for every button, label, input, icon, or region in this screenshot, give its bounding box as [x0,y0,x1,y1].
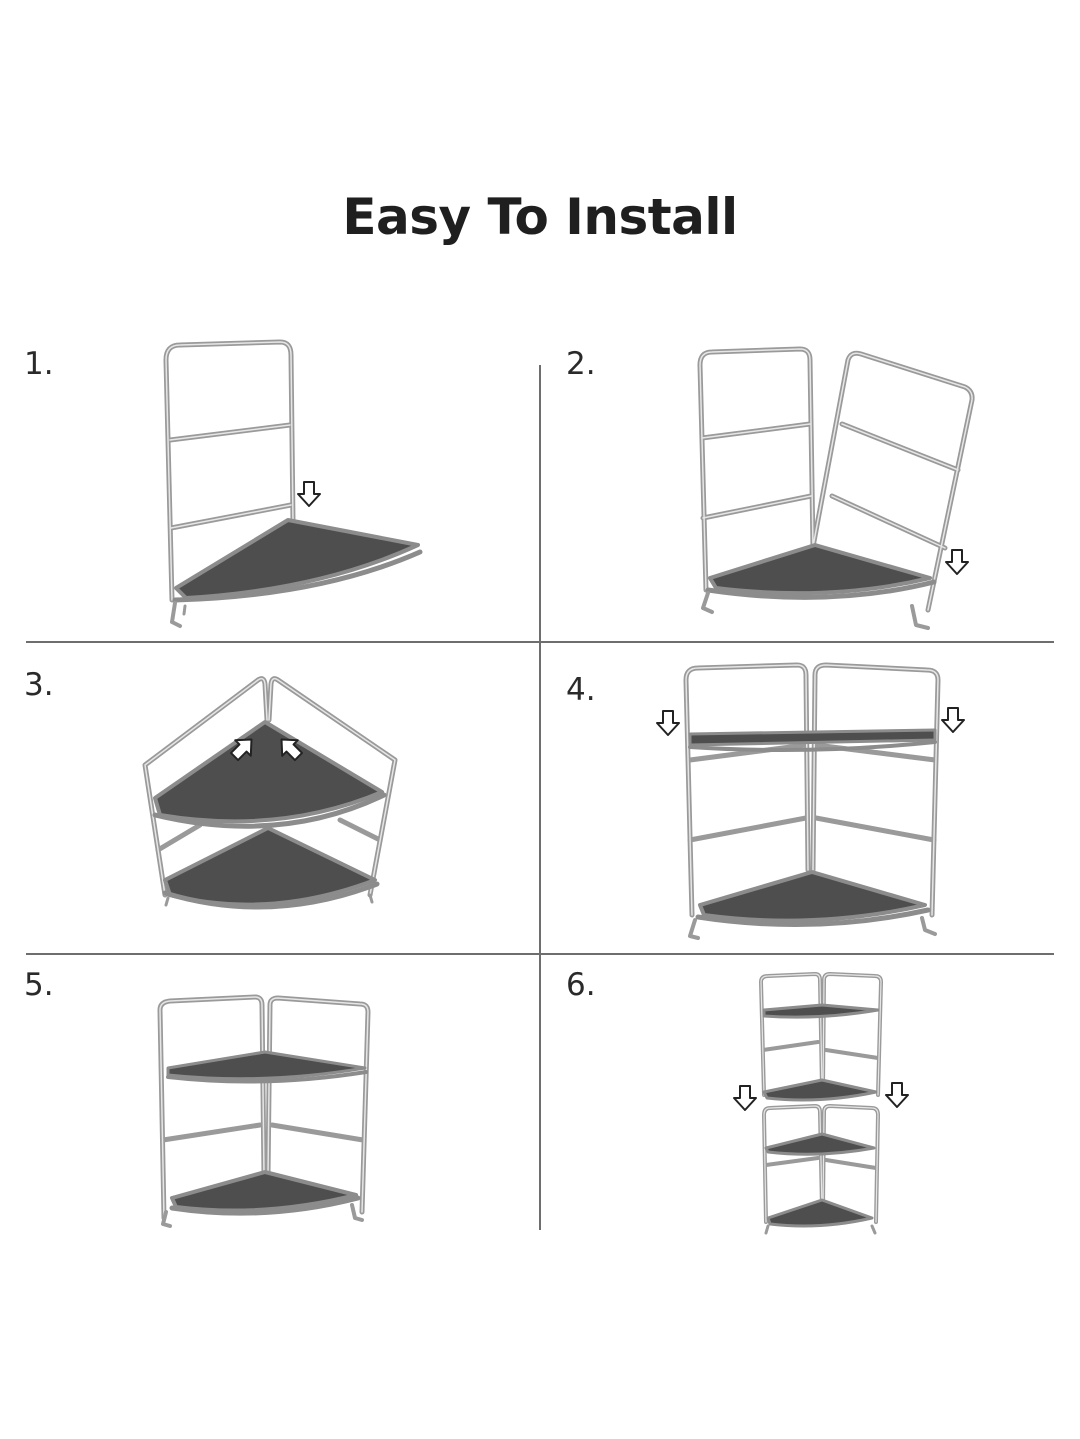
step-2-illustration [697,346,975,630]
step-3-illustration [142,676,398,910]
step-number-4: 4. [566,672,596,708]
step-number-3: 3. [24,667,54,703]
down-arrow-icon [945,549,969,575]
step-5-illustration [157,994,371,1228]
down-arrow-icon [885,1082,909,1108]
step-4-illustration [656,662,965,940]
down-arrow-icon [297,481,321,507]
down-arrow-icon [941,707,965,733]
down-arrow-icon [733,1085,757,1111]
step-6-illustration [733,972,909,1235]
step-number-2: 2. [566,346,596,382]
page-title: Easy To Install [342,188,738,246]
down-arrow-icon [656,710,680,736]
step-number-6: 6. [566,967,596,1003]
step-number-1: 1. [24,346,54,382]
step-number-5: 5. [24,967,54,1003]
step-1-illustration [163,339,423,628]
